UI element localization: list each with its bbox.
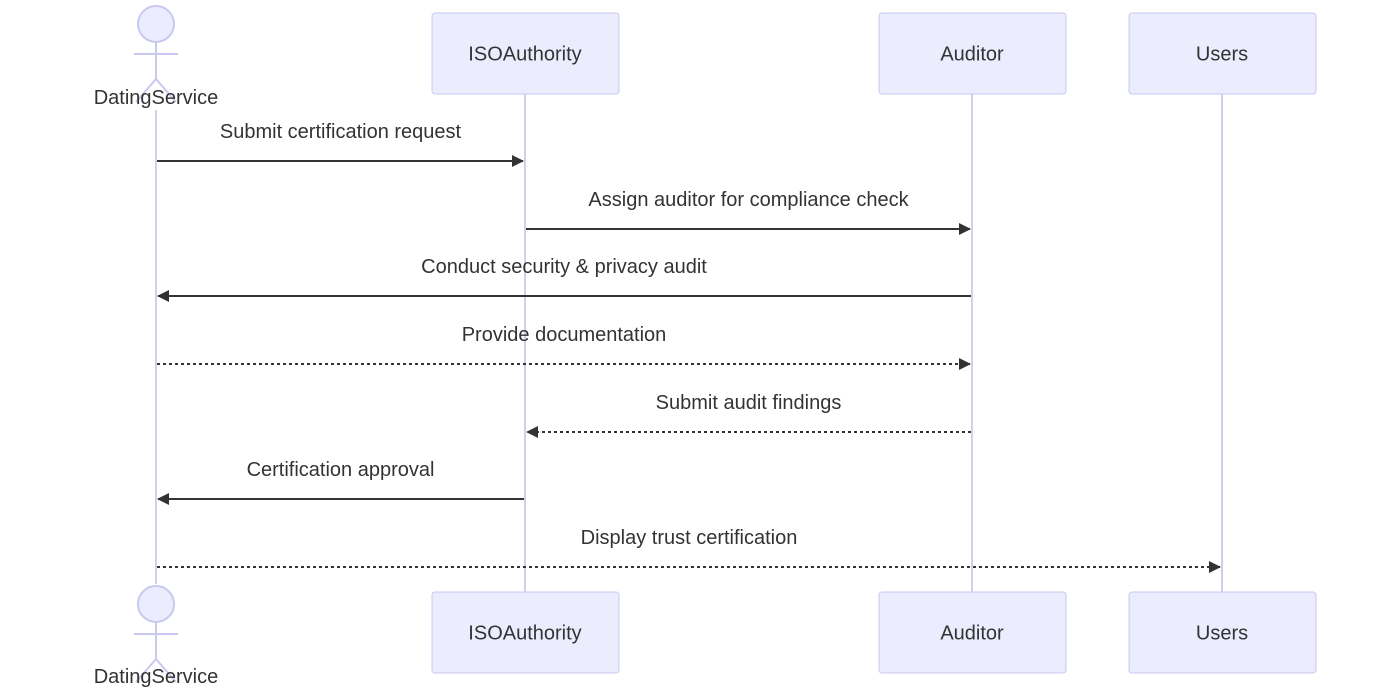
participant-users-top: Users (1128, 12, 1317, 95)
message-7: Display trust certification (157, 527, 1221, 573)
participant-box (431, 591, 620, 674)
message-6: Certification approval (157, 459, 524, 505)
message-label: Assign auditor for compliance check (588, 189, 909, 211)
message-label: Certification approval (247, 459, 435, 481)
message-label: Conduct security & privacy audit (421, 256, 707, 278)
participant-iso-top: ISOAuthority (431, 12, 620, 95)
message-label: Submit certification request (220, 121, 462, 143)
participant-box (1128, 591, 1317, 674)
participant-label: Users (1196, 623, 1248, 645)
participant-box (1128, 12, 1317, 95)
participant-box (878, 12, 1067, 95)
message-label: Submit audit findings (656, 392, 842, 414)
participant-auditor-top: Auditor (878, 12, 1067, 95)
lifelines (155, 94, 1223, 592)
message-label: Provide documentation (462, 324, 667, 346)
participant-label: Auditor (940, 44, 1004, 66)
participant-label: ISOAuthority (468, 623, 581, 645)
message-2: Assign auditor for compliance check (526, 189, 971, 235)
participant-dating-top: DatingService (94, 5, 219, 109)
message-5: Submit audit findings (526, 392, 971, 438)
participant-users-bottom: Users (1128, 591, 1317, 674)
participant-label: DatingService (94, 666, 219, 688)
participants-top: DatingService ISOAuthority Auditor Users (94, 5, 1317, 109)
message-4: Provide documentation (157, 324, 971, 370)
message-3: Conduct security & privacy audit (157, 256, 971, 302)
actor-figure-icon (134, 5, 178, 103)
participant-dating-bottom: DatingService (94, 585, 219, 688)
participant-label: DatingService (94, 87, 219, 109)
participant-iso-bottom: ISOAuthority (431, 591, 620, 674)
participant-auditor-bottom: Auditor (878, 591, 1067, 674)
message-label: Display trust certification (581, 527, 798, 549)
participant-label: ISOAuthority (468, 44, 581, 66)
participant-box (878, 591, 1067, 674)
participants-bottom: DatingService ISOAuthority Auditor Users (94, 585, 1317, 688)
participant-label: Auditor (940, 623, 1004, 645)
participant-box (431, 12, 620, 95)
message-1: Submit certification request (157, 121, 524, 167)
participant-label: Users (1196, 44, 1248, 66)
actor-figure-icon (134, 585, 178, 683)
